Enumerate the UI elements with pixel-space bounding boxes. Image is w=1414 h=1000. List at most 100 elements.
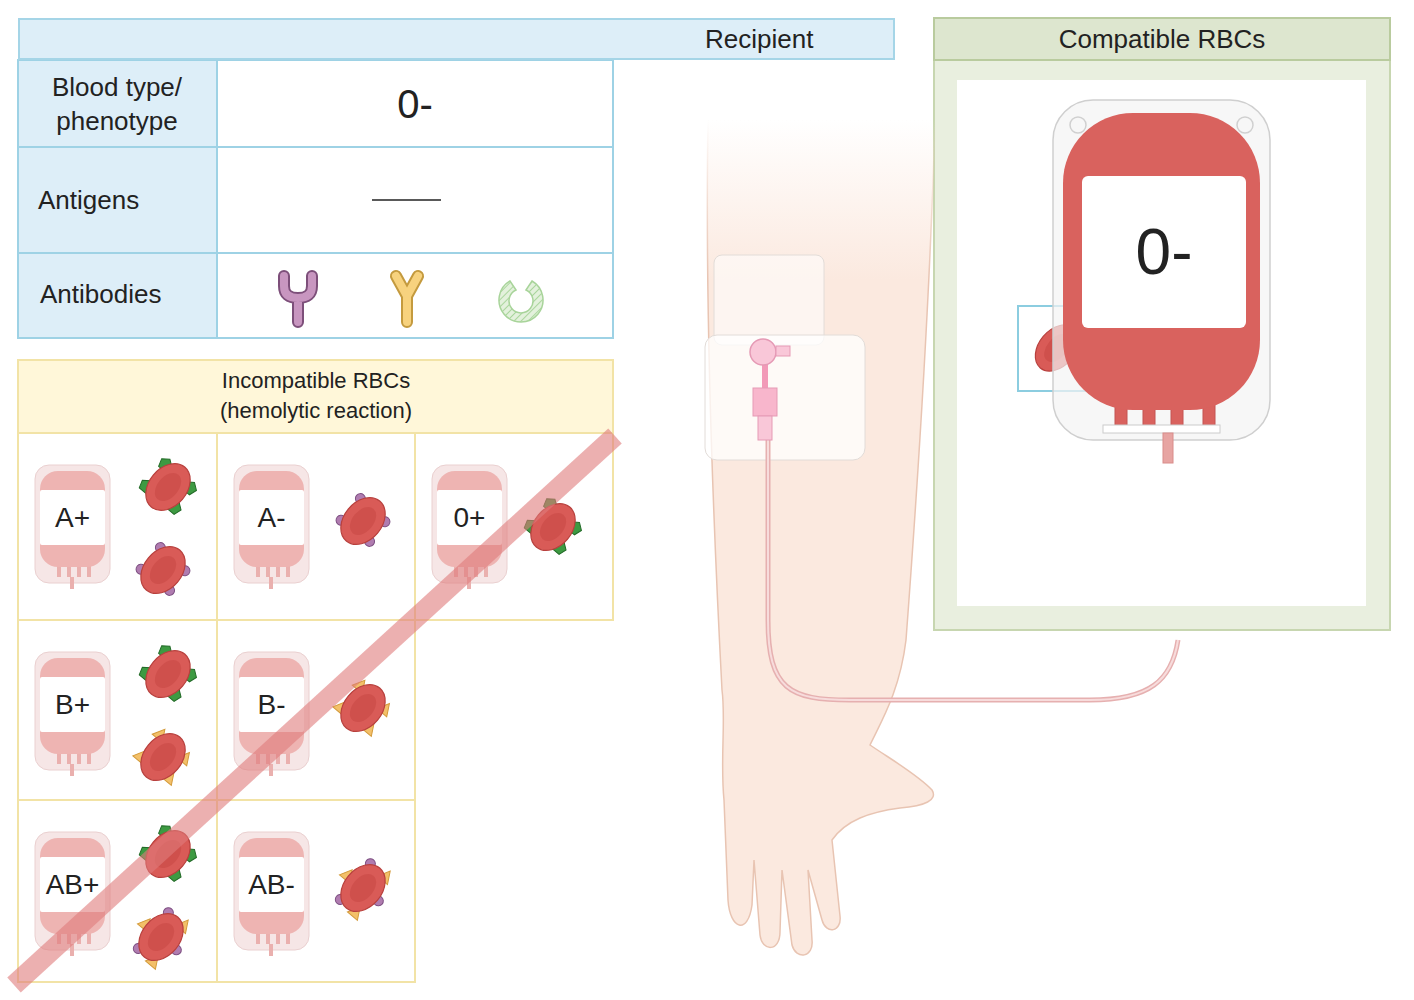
bag-label: B+ — [37, 677, 108, 732]
blood-bag: B- — [234, 652, 309, 770]
grid-cell — [217, 433, 415, 620]
cell-center — [150, 468, 187, 506]
cell-center — [150, 655, 187, 693]
bag-outlet-tube — [467, 577, 471, 589]
table-cell — [217, 60, 613, 147]
bag-film — [234, 465, 309, 583]
iv-tube — [768, 440, 1178, 700]
bag-outlet-tube — [269, 577, 273, 589]
cell-center — [145, 738, 182, 776]
red-blood-cell — [133, 639, 204, 710]
cell-body — [132, 725, 195, 789]
blood-bag: A- — [234, 465, 309, 583]
cell-body — [332, 676, 395, 740]
red-blood-cell — [328, 673, 399, 744]
table-cell — [18, 60, 217, 147]
panel-heading: Recipient — [705, 20, 885, 58]
anti-d-antibody — [499, 281, 543, 322]
catheter-connector — [758, 416, 772, 440]
strike-through-band — [14, 436, 615, 985]
bag-contents — [1063, 113, 1260, 410]
cell-body — [522, 495, 585, 559]
bag-film — [1053, 100, 1270, 440]
no-antigen-dash — [372, 199, 441, 201]
blood-bag: 0+ — [432, 465, 507, 583]
table-cell-value: 0- — [217, 80, 613, 128]
red-blood-cell — [122, 897, 199, 975]
bag-hole — [1237, 117, 1253, 133]
cell-body — [137, 822, 200, 886]
grid-cell — [18, 800, 217, 982]
recipient-band: Recipient — [18, 18, 895, 60]
bag-film — [234, 832, 309, 950]
blood-bag: A+ — [35, 465, 110, 583]
red-blood-cell — [133, 452, 204, 523]
grid-cell — [217, 800, 415, 982]
cell-body — [137, 642, 200, 706]
bag-hole — [1070, 117, 1086, 133]
grid-cell — [18, 433, 217, 620]
incompatible-panel: Incompatible RBCs (hemolytic reaction) A+… — [18, 360, 613, 982]
anti-b-antibody — [396, 276, 418, 322]
bag-film — [432, 465, 507, 583]
iv-tube-inner — [768, 440, 1178, 700]
blood-bag: 0- — [1053, 100, 1270, 440]
catheter-port — [750, 339, 776, 365]
bag-label: B- — [236, 677, 307, 732]
cell-center — [345, 869, 382, 907]
table-cell — [18, 253, 217, 338]
cell-center — [345, 689, 382, 727]
blood-bag: AB- — [234, 832, 309, 950]
dressing-tape — [714, 255, 824, 345]
bag-outlet-tube — [70, 944, 74, 956]
bag-film — [35, 652, 110, 770]
red-blood-cell — [324, 848, 401, 926]
catheter-wing — [776, 346, 790, 356]
table-cell — [217, 253, 613, 338]
bag-film — [35, 465, 110, 583]
compatible-panel — [934, 18, 1390, 630]
bag-outlet-tube — [70, 577, 74, 589]
bag-label: AB+ — [37, 857, 108, 912]
panel-heading: Incompatible RBCs (hemolytic reaction) — [196, 366, 436, 426]
blood-bag: B+ — [35, 652, 110, 770]
bag-label-area — [1082, 176, 1246, 328]
bag-port-bar — [1103, 425, 1220, 433]
bag-label: 0+ — [434, 490, 505, 545]
red-blood-cell — [129, 536, 197, 605]
bag-label: A+ — [37, 490, 108, 545]
cell-body — [130, 905, 193, 969]
bag-outlet-tube — [1163, 433, 1173, 463]
row-header: Blood type/ phenotype — [27, 70, 207, 138]
incompatible-header — [18, 360, 613, 433]
row-header: Antigens — [38, 182, 208, 218]
grid-cell — [18, 620, 217, 800]
bag-film — [35, 832, 110, 950]
catheter-hub — [753, 388, 777, 416]
cell-body — [332, 856, 395, 920]
compatible-header — [934, 18, 1390, 60]
red-blood-cell — [329, 487, 397, 556]
red-blood-cell — [518, 492, 589, 563]
cell-center — [535, 508, 572, 546]
cell-center — [345, 502, 382, 540]
antibody-outline — [396, 276, 418, 322]
catheter-stem — [762, 362, 768, 390]
red-blood-cell — [128, 722, 199, 793]
cell-center — [145, 551, 182, 589]
bag-outlet-tube — [70, 764, 74, 776]
grid-cell — [415, 433, 613, 620]
bag-outlet-tube — [269, 764, 273, 776]
row-header: Antibodies — [40, 276, 210, 312]
compatible-inner — [957, 80, 1366, 606]
red-blood-cell — [133, 819, 204, 890]
panel-heading: Compatible RBCs — [934, 18, 1390, 60]
cell-center — [150, 835, 187, 873]
cell-body — [137, 455, 200, 519]
cell-center — [143, 918, 180, 956]
dressing-tape — [705, 335, 865, 460]
bag-film — [234, 652, 309, 770]
